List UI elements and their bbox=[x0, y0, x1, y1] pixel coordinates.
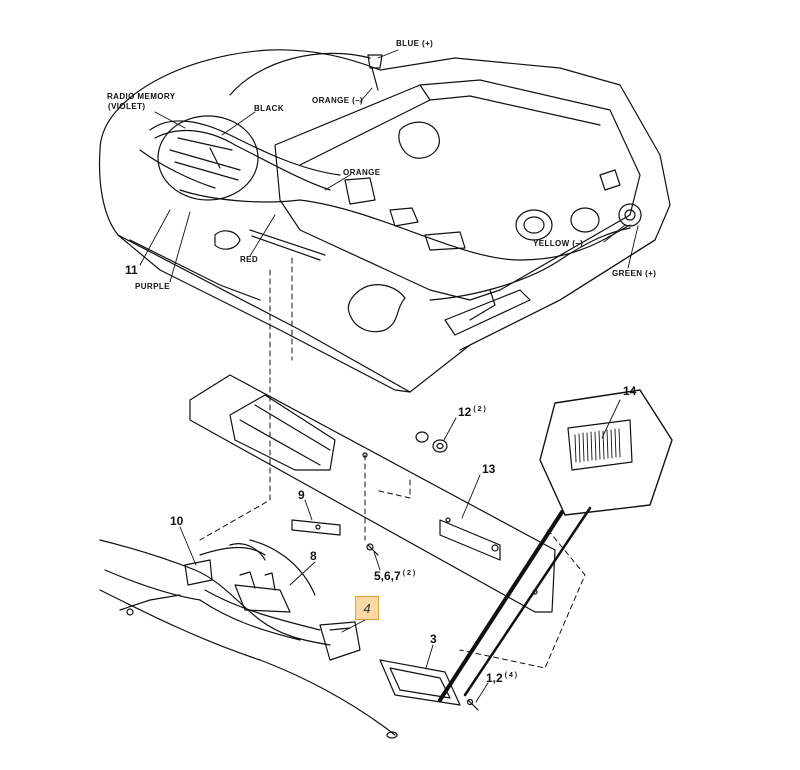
callout-11: 11 bbox=[125, 263, 138, 277]
label-radio-memory: RADIO MEMORY bbox=[107, 92, 176, 101]
lower-harness bbox=[99, 519, 479, 739]
callout-3: 3 bbox=[430, 632, 437, 646]
callout-14: 14 bbox=[623, 384, 637, 398]
label-red-wire: RED bbox=[240, 255, 259, 264]
label-black-wire: BLACK bbox=[254, 104, 284, 113]
callout-4-highlighted[interactable]: 4 bbox=[355, 596, 379, 620]
label-green-wire: GREEN (+) bbox=[612, 269, 657, 278]
callout-8: 8 bbox=[310, 549, 317, 563]
callout-4-label: 4 bbox=[363, 600, 371, 616]
callout-5-6-7: 5,6,7( 2 ) bbox=[374, 569, 416, 583]
assembly-guide-lines bbox=[199, 257, 586, 669]
callout-10: 10 bbox=[170, 514, 184, 528]
label-orange-negative-wire: ORANGE (–) bbox=[312, 96, 364, 105]
grommet-12 bbox=[415, 431, 448, 453]
label-yellow-wire: YELLOW (–) bbox=[533, 239, 584, 248]
label-orange-wire: ORANGE bbox=[343, 168, 381, 177]
callout-1-2: 1,2( 4 ) bbox=[486, 671, 518, 685]
label-purple-wire: PURPLE bbox=[135, 282, 170, 291]
mounting-plate-13 bbox=[189, 374, 556, 613]
dash-housing bbox=[98, 49, 671, 393]
lens-detail-14 bbox=[438, 389, 673, 702]
callout-13: 13 bbox=[482, 462, 496, 476]
callout-9: 9 bbox=[298, 488, 305, 502]
label-radio-memory-color: (VIOLET) bbox=[108, 102, 146, 111]
label-blue-wire: BLUE (+) bbox=[396, 39, 434, 48]
leader-lines bbox=[139, 49, 639, 703]
callout-12: 12( 2 ) bbox=[458, 405, 486, 419]
